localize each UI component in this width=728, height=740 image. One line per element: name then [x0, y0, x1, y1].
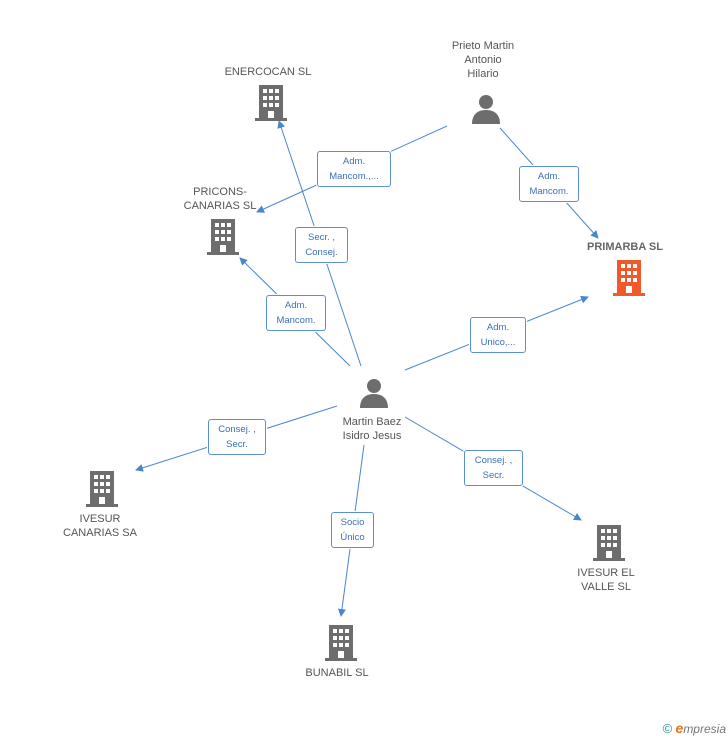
- node-label-ivesur-valle[interactable]: IVESUR EL VALLE SL: [577, 567, 635, 593]
- node-label-pricons[interactable]: PRICONS- CANARIAS SL: [183, 186, 257, 212]
- node-label-ivesur-canarias[interactable]: IVESUR CANARIAS SA: [63, 513, 137, 539]
- edge-label-martin-primarba: Adm. Unico,...: [470, 317, 526, 353]
- building-icon-main: [613, 260, 645, 296]
- edge-label-martin-ivesur-canarias: Consej. , Secr.: [208, 419, 266, 455]
- copyright-symbol: ©: [662, 721, 673, 736]
- building-icon: [255, 85, 287, 121]
- person-icon: [472, 95, 500, 124]
- node-label-prieto[interactable]: Prieto Martin Antonio Hilario: [451, 40, 515, 80]
- footer-brand: © empresia: [663, 720, 726, 736]
- edge-label-martin-pricons: Adm. Mancom.: [266, 295, 326, 331]
- edge-label-martin-ivesur-valle: Consej. , Secr.: [464, 450, 523, 486]
- node-label-martin[interactable]: Martin Baez Isidro Jesus: [342, 416, 402, 442]
- edge-label-martin-bunabil: Socio Único: [331, 512, 374, 548]
- brand-logo: empresia: [675, 720, 726, 736]
- building-icon: [593, 525, 625, 561]
- building-icon: [207, 219, 239, 255]
- node-label-enercocan[interactable]: ENERCOCAN SL: [224, 66, 312, 78]
- building-icon: [325, 625, 357, 661]
- edge-label-prieto-primarba: Adm. Mancom.: [519, 166, 579, 202]
- edge-label-martin-enercocan: Secr. , Consej.: [295, 227, 348, 263]
- node-label-bunabil[interactable]: BUNABIL SL: [305, 667, 369, 679]
- person-icon: [360, 379, 388, 408]
- edge-label-prieto-pricons: Adm. Mancom.,...: [317, 151, 391, 187]
- node-label-primarba[interactable]: PRIMARBA SL: [587, 241, 663, 253]
- building-icon: [86, 471, 118, 507]
